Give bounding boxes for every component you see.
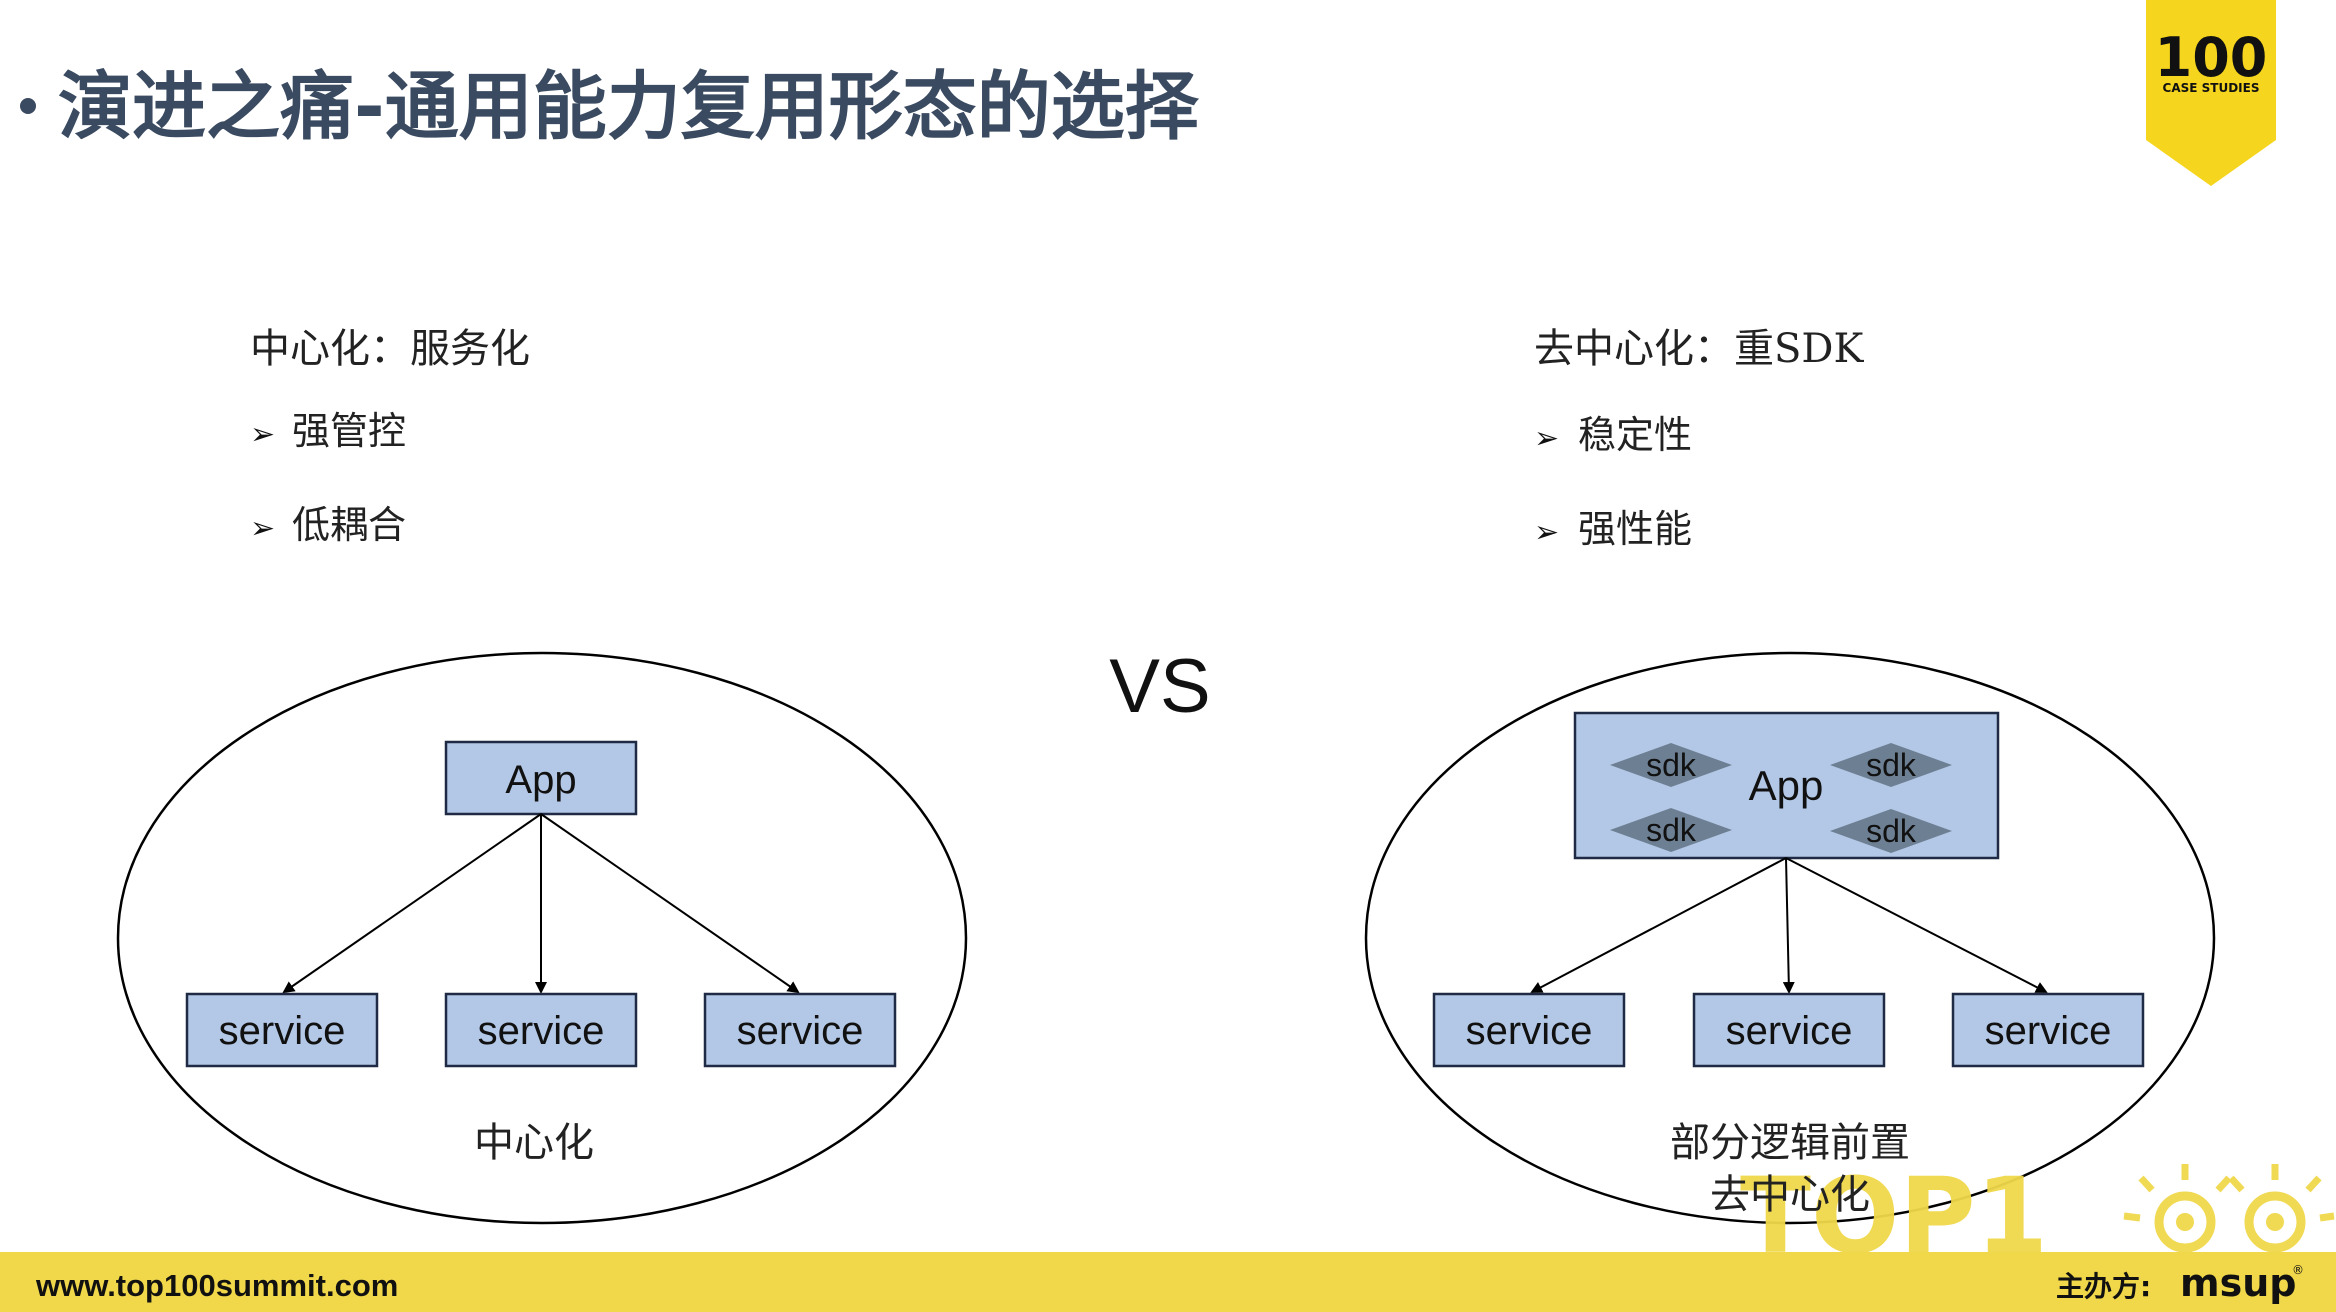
badge-caption: CASE STUDIES	[2163, 81, 2260, 95]
sdk-diamond-icon	[1830, 743, 1952, 787]
left-bullet-2: 低耦合	[292, 503, 406, 547]
arrow-bullet-icon: ➢	[1534, 515, 1559, 550]
case-studies-badge: 100 CASE STUDIES	[2146, 0, 2276, 186]
left-app-label: App	[505, 758, 576, 802]
arrow-bullet-icon: ➢	[1534, 421, 1559, 456]
footer-url-link[interactable]: www.top100summit.com	[35, 1268, 398, 1303]
left-ellipse	[116, 651, 968, 1225]
right-diagram-caption-line1: 部分逻辑前置	[1670, 1120, 1910, 1166]
left-service-box-3	[703, 992, 897, 1068]
right-diagram-caption-line2: 去中心化	[1710, 1172, 1870, 1218]
right-ellipse	[1364, 651, 2216, 1225]
top100-watermark: TOP1	[1740, 1155, 2335, 1277]
right-service-box-2	[1692, 992, 1886, 1068]
right-service-box-3	[1951, 992, 2145, 1068]
left-service-label-1: service	[219, 1009, 346, 1053]
arrow-bullet-icon: ➢	[250, 511, 275, 546]
right-connector-2	[1782, 857, 1795, 994]
right-service-box-1	[1432, 992, 1626, 1068]
title-bullet	[20, 98, 36, 114]
sdk-label-4: sdk	[1866, 813, 1917, 849]
decentralized-diagram: sdk sdk sdk sdk App service service serv…	[1364, 651, 2216, 1225]
left-service-label-2: service	[478, 1009, 605, 1053]
left-diagram-caption: 中心化	[474, 1120, 594, 1166]
left-service-label-3: service	[737, 1009, 864, 1053]
left-service-box-2	[444, 992, 638, 1068]
sdk-diamond-icon	[1610, 808, 1732, 852]
right-service-label-2: service	[1726, 1009, 1853, 1053]
right-app-label: App	[1749, 762, 1824, 809]
left-bullet-1: 强管控	[292, 409, 406, 453]
organizer-label: 主办方:	[2056, 1270, 2151, 1303]
sdk-diamond-icon	[1830, 809, 1952, 853]
right-bullet-1: 稳定性	[1578, 413, 1692, 457]
right-bullet-2: 强性能	[1578, 507, 1692, 551]
page-title: 演进之痛-通用能力复用形态的选择	[58, 64, 1200, 150]
organizer-logo: msup	[2180, 1261, 2296, 1305]
arrow-bullet-icon: ➢	[250, 417, 275, 452]
sun-icon	[2228, 1164, 2335, 1253]
watermark-text: TOP1	[1740, 1155, 2048, 1277]
sdk-label-3: sdk	[1646, 812, 1697, 848]
vs-label: VS	[1109, 644, 1210, 729]
sdk-diamond-icon	[1610, 743, 1732, 787]
sdk-label-1: sdk	[1646, 747, 1697, 783]
right-service-label-3: service	[1985, 1009, 2112, 1053]
registered-mark-icon: ®	[2292, 1263, 2304, 1277]
sun-icon	[2123, 1164, 2232, 1253]
right-connector-3	[1785, 857, 2048, 993]
sdk-label-2: sdk	[1866, 747, 1917, 783]
centralized-diagram: App service service service 中心化	[116, 651, 968, 1225]
left-heading: 中心化：服务化	[250, 326, 530, 372]
right-heading: 去中心化：重SDK	[1534, 326, 1864, 372]
left-service-box-1	[185, 992, 379, 1068]
right-connector-1	[1530, 857, 1787, 993]
left-connector-3	[540, 813, 800, 994]
right-service-label-1: service	[1466, 1009, 1593, 1053]
badge-number: 100	[2155, 26, 2268, 89]
left-connector-1	[282, 813, 542, 994]
footer-bar	[0, 1252, 2336, 1312]
